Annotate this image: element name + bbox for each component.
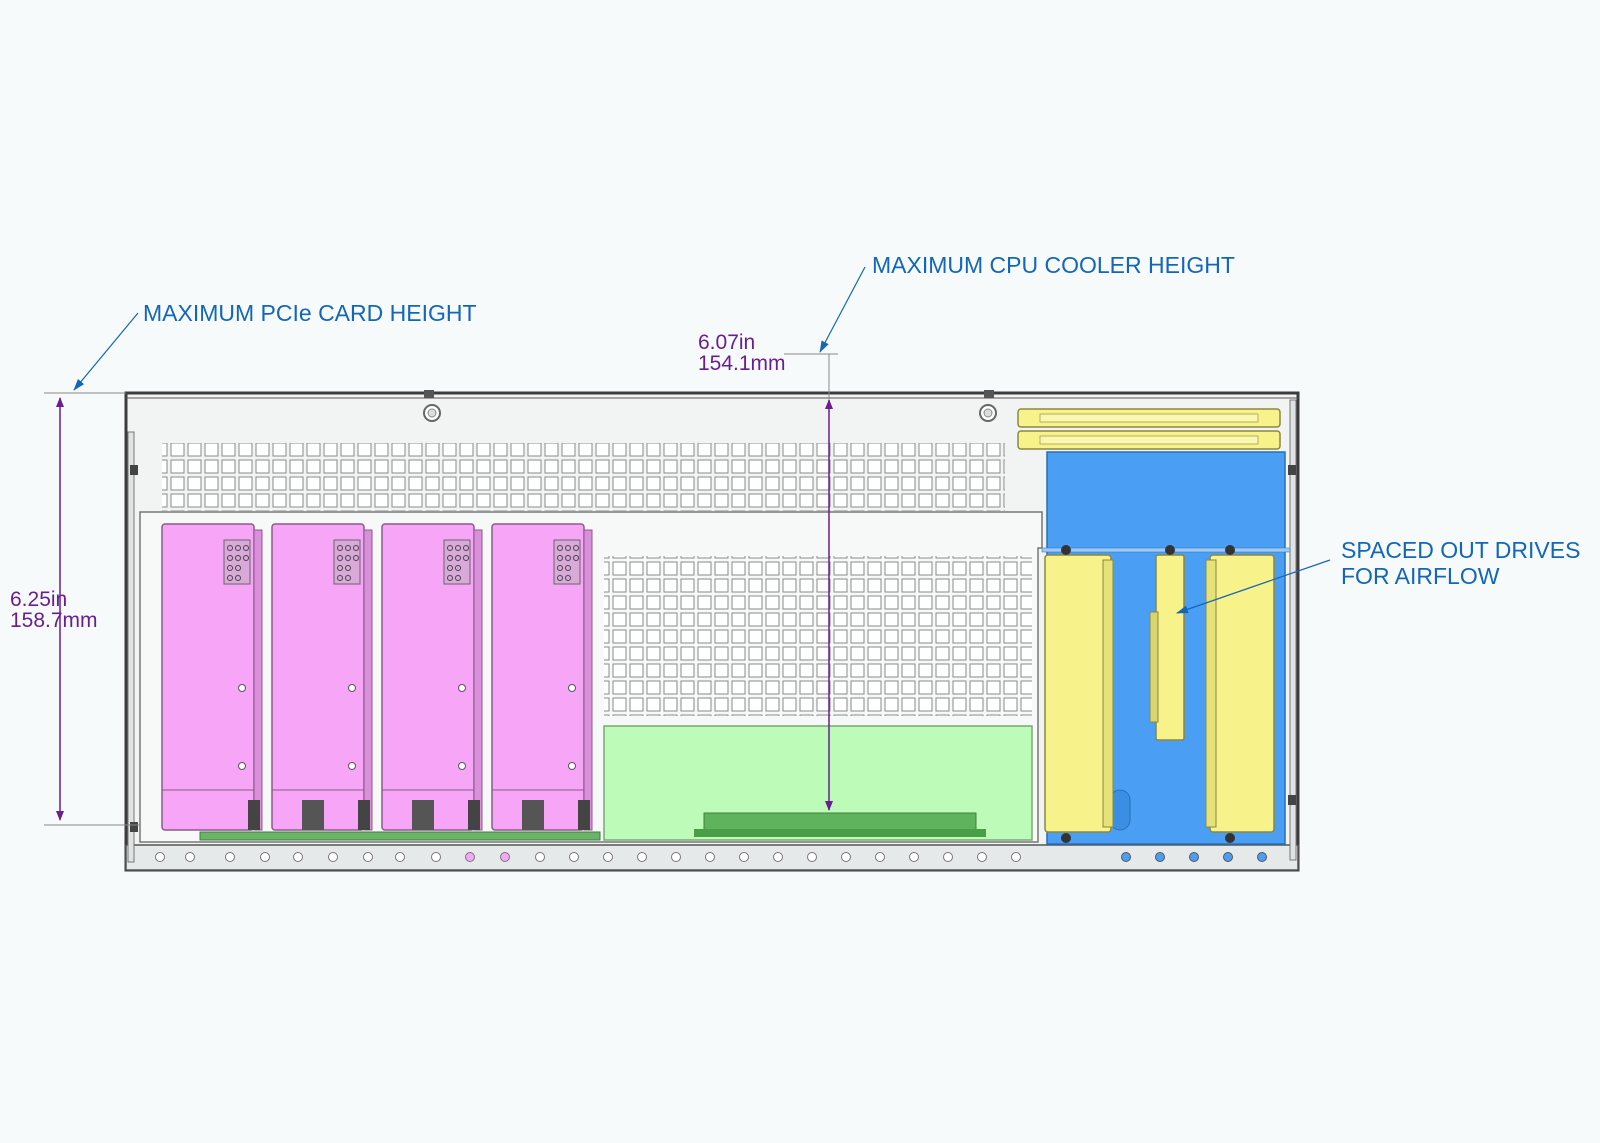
motherboard	[199, 725, 1033, 841]
bottom-rail-holes	[155, 852, 1267, 862]
cpu-leader-line	[819, 266, 866, 353]
pcie-height-dimension	[44, 392, 140, 826]
gpu-card	[161, 523, 263, 831]
gpu-card	[381, 523, 483, 831]
drives	[1044, 545, 1275, 843]
cpu-height-dimension	[784, 353, 838, 811]
pcie-height-callout: MAXIMUM PCIe CARD HEIGHT	[143, 300, 477, 326]
gpu-card	[491, 523, 593, 831]
drives-leader-line	[1176, 559, 1331, 614]
drive	[1205, 545, 1275, 843]
pcie-leader-line	[73, 312, 139, 391]
rail-brackets	[1017, 408, 1281, 450]
gpu-cards	[161, 523, 593, 831]
pcie-height-mm: 158.7mm	[10, 609, 98, 632]
gpu-card	[271, 523, 373, 831]
pcie-height-inches: 6.25in	[10, 588, 68, 611]
upper-vent-grid	[162, 443, 1005, 511]
drives-callout-line1: SPACED OUT DRIVES	[1341, 537, 1581, 563]
drives-callout-line2: FOR AIRFLOW	[1341, 563, 1500, 589]
drive	[1149, 545, 1185, 741]
lower-vent-grid	[604, 556, 1032, 716]
drive	[1044, 545, 1114, 843]
cpu-height-callout: MAXIMUM CPU COOLER HEIGHT	[872, 252, 1235, 278]
cpu-height-inches: 6.07in	[698, 331, 756, 354]
cpu-height-mm: 154.1mm	[698, 352, 786, 375]
